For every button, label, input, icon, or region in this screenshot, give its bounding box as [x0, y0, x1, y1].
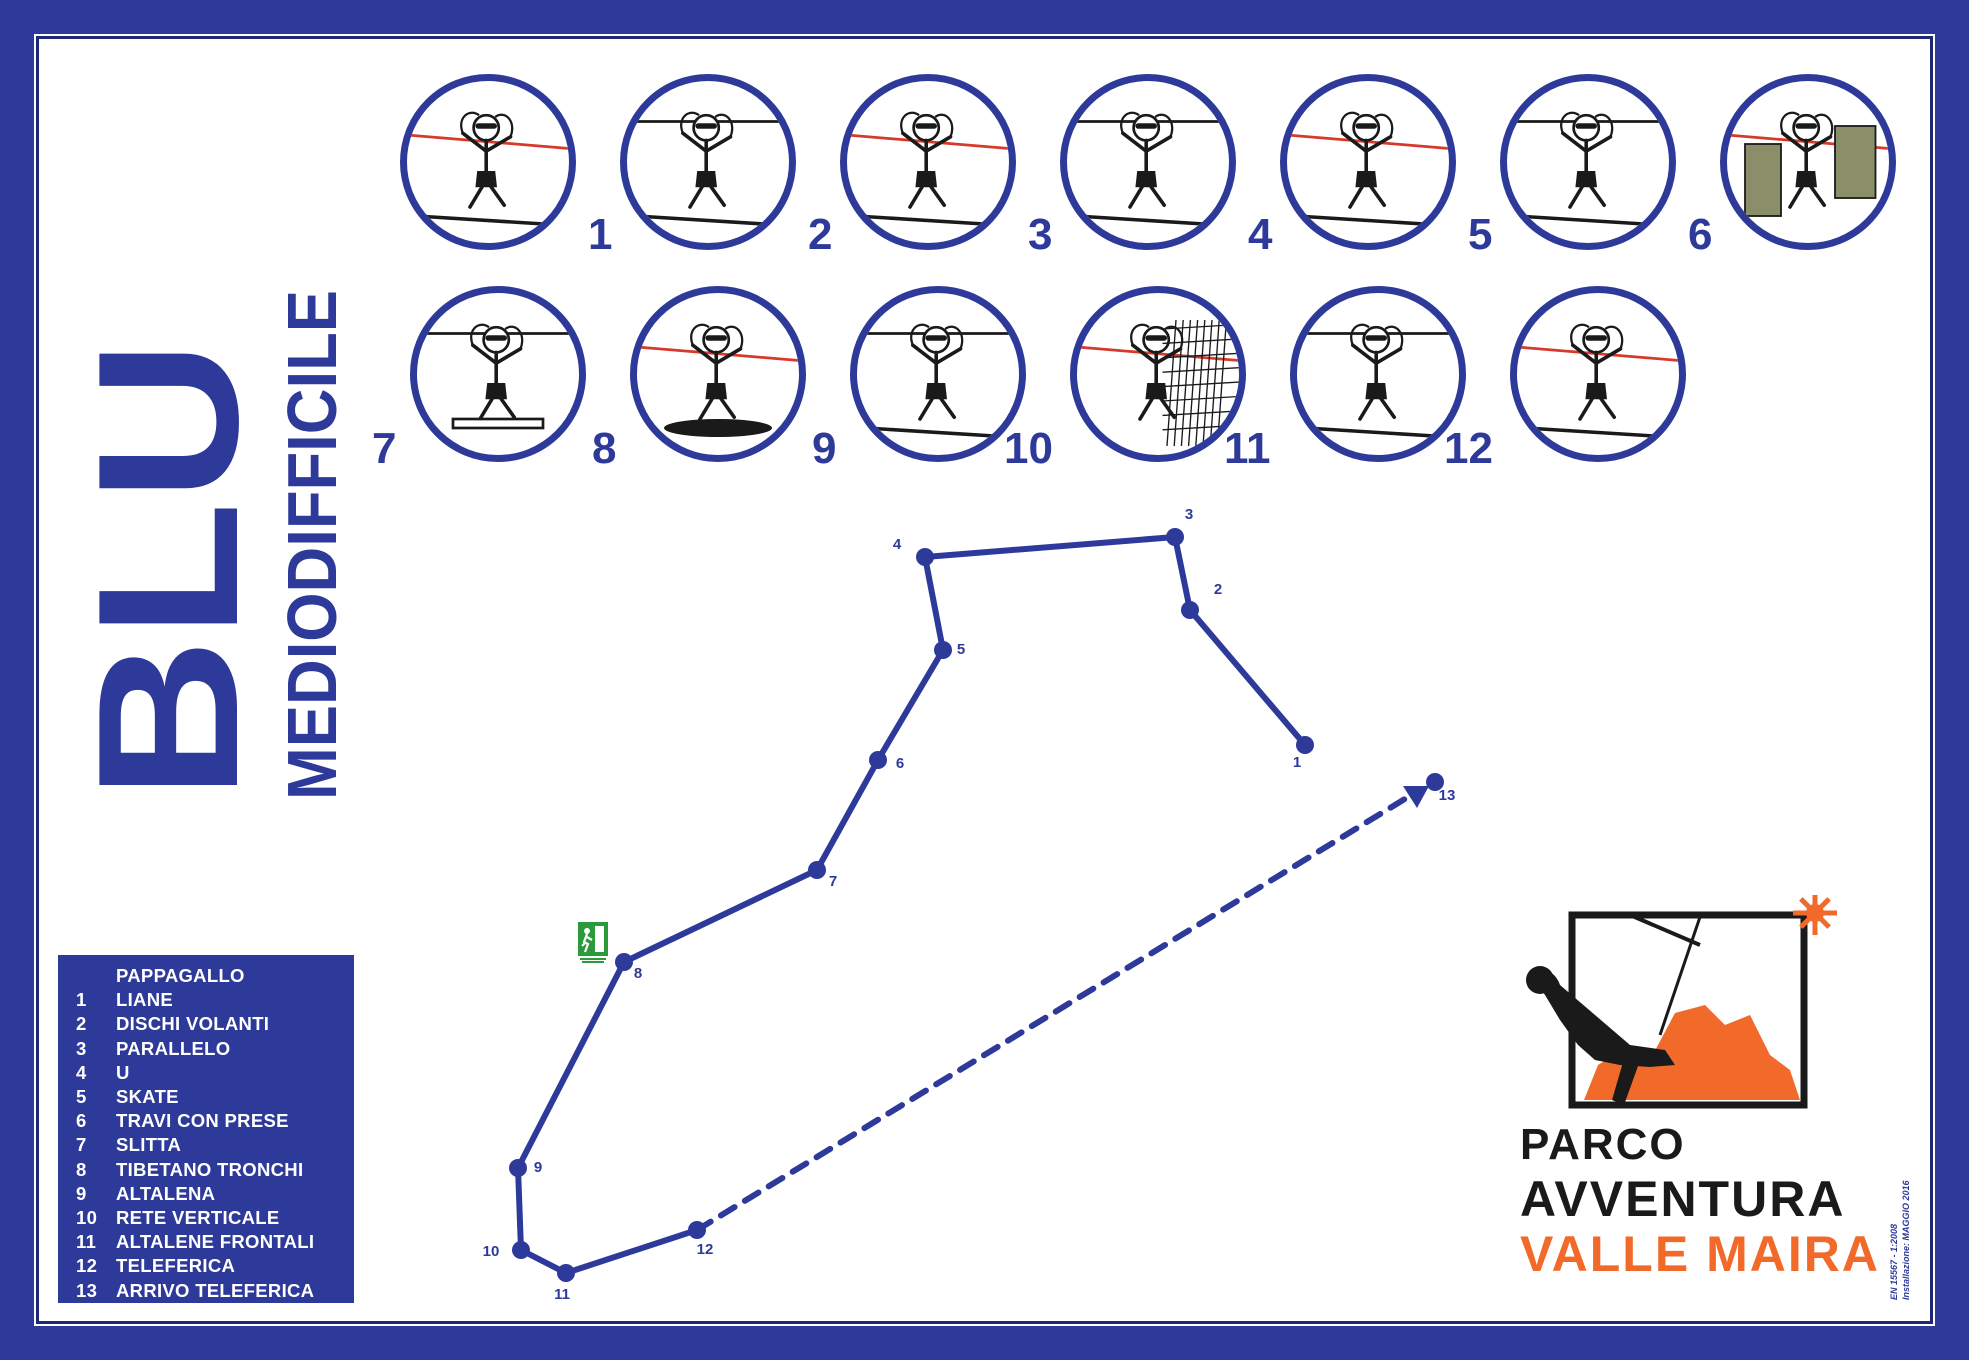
obstacle-travi-con-prese: 6 — [1688, 70, 1930, 280]
park-logo: PARCO AVVENTURA VALLE MAIRA — [1500, 895, 1878, 1285]
obstacle-illustration-icon — [620, 74, 796, 250]
obstacle-illustration-icon — [400, 74, 576, 250]
legend-number: 8 — [76, 1158, 87, 1180]
legend-number: 3 — [76, 1037, 87, 1059]
legend-number — [76, 964, 116, 988]
legend-item: PAPPAGALLO — [76, 964, 354, 988]
zipline-rider-icon — [1526, 895, 1837, 1109]
legend-label: U — [116, 1061, 130, 1083]
inner-frame — [36, 36, 1933, 1324]
difficulty-light: MEDIO — [273, 592, 351, 800]
logo-line-1: PARCO — [1520, 1120, 1686, 1169]
legend-item: 2 DISCHI VOLANTI — [76, 1012, 354, 1036]
obstacle-number: 3 — [1028, 210, 1053, 259]
certification-standard: EN 15567 - 1:2008 — [1889, 1223, 1899, 1300]
course-title-text: BLU — [57, 340, 280, 800]
obstacle-number: 10 — [1004, 424, 1053, 473]
legend-item: 1 LIANE — [76, 988, 354, 1012]
obstacle-tibetano-tronchi: 8 — [592, 282, 830, 492]
obstacle-number: 2 — [808, 210, 833, 259]
obstacle-number: 7 — [372, 424, 397, 473]
legend-item: 11 ALTALENE FRONTALI — [76, 1230, 354, 1254]
legend-label: TRAVI CON PRESE — [116, 1110, 289, 1132]
obstacle-altalene-frontali: 11 — [1224, 282, 1490, 492]
legend-number: 13 — [76, 1279, 98, 1301]
legend-item: 3 PARALLELO — [76, 1037, 354, 1061]
legend-label: SLITTA — [116, 1134, 182, 1156]
legend-label: ALTALENA — [116, 1182, 216, 1204]
logo-line-3: VALLE MAIRA — [1520, 1226, 1880, 1282]
legend-number: 10 — [76, 1207, 98, 1229]
obstacle-number: 8 — [592, 424, 617, 473]
legend-label: DISCHI VOLANTI — [116, 1013, 270, 1035]
obstacle-illustration-icon — [840, 74, 1016, 250]
legend-item: 9 ALTALENA — [76, 1182, 354, 1206]
obstacle-illustration-icon — [1720, 74, 1896, 250]
obstacle-illustration-icon — [850, 286, 1026, 462]
emergency-exit-icon — [578, 922, 608, 964]
legend-number: 12 — [76, 1255, 98, 1277]
legend-number: 4 — [76, 1061, 87, 1083]
legend-item: 10 RETE VERTICALE — [76, 1206, 354, 1230]
svg-text:MEDIODIFFICILE: MEDIODIFFICILE — [273, 290, 351, 800]
obstacle-illustration-icon — [1060, 74, 1236, 250]
certification-date: Installazione: MAGGIO 2016 — [1901, 1180, 1911, 1300]
legend-number: 11 — [76, 1231, 97, 1253]
obstacle-skate: 5 — [1468, 70, 1710, 280]
legend-item: 7 SLITTA — [76, 1133, 354, 1157]
obstacle-number: 1 — [588, 210, 613, 259]
obstacle-parallelo: 3 — [1028, 70, 1270, 280]
legend-item: 12 TELEFERICA — [76, 1254, 354, 1278]
obstacle-number: 6 — [1688, 210, 1713, 259]
legend-number: 5 — [76, 1086, 87, 1108]
obstacle-slitta: 7 — [372, 282, 610, 492]
obstacle-liane: 1 — [588, 70, 830, 280]
obstacle-number: 9 — [812, 424, 837, 473]
legend-label: RETE VERTICALE — [116, 1207, 280, 1229]
obstacle-illustration-icon — [1510, 286, 1686, 462]
legend-number: 1 — [76, 989, 87, 1011]
legend-label: SKATE — [116, 1086, 179, 1108]
obstacle-illustration-icon — [1500, 74, 1676, 250]
obstacle-altalena: 9 — [812, 282, 1050, 492]
legend-label: LIANE — [116, 989, 173, 1011]
obstacle-illustration-icon — [1290, 286, 1466, 462]
legend-item: 5 SKATE — [76, 1085, 354, 1109]
legend-number: 2 — [76, 1013, 87, 1035]
legend-number: 7 — [76, 1134, 87, 1156]
legend-item: 6 TRAVI CON PRESE — [76, 1109, 354, 1133]
obstacle-illustration-icon — [410, 286, 586, 462]
obstacle-dischi-volanti: 2 — [808, 70, 1050, 280]
course-title: BLU — [57, 340, 280, 800]
legend-number: 9 — [76, 1182, 87, 1204]
legend-number: 6 — [76, 1110, 87, 1132]
legend-label: PARALLELO — [116, 1037, 231, 1059]
legend-label: PAPPAGALLO — [116, 965, 245, 986]
obstacle-legend: PAPPAGALLO 1 LIANE 2 DISCHI VOLANTI 3 PARALLEL… — [58, 955, 354, 1303]
obstacle-illustration-icon — [630, 286, 806, 462]
obstacle-pappagallo — [390, 70, 610, 280]
certification: EN 15567 - 1:2008 Installazione: MAGGIO … — [1888, 1120, 1928, 1300]
obstacle-illustration-icon — [1280, 74, 1456, 250]
legend-item: 13 ARRIVO TELEFERICA — [76, 1279, 354, 1303]
obstacle-illustration-icon — [1070, 286, 1246, 462]
difficulty-bold: DIFFICILE — [273, 290, 351, 592]
obstacle-number: 5 — [1468, 210, 1493, 259]
obstacle-u: 4 — [1248, 70, 1490, 280]
course-difficulty: MEDIODIFFICILE — [262, 290, 352, 800]
obstacle-rete-verticale: 10 — [1004, 282, 1270, 492]
legend-label: TELEFERICA — [116, 1255, 236, 1277]
obstacle-teleferica: 12 — [1444, 282, 1710, 492]
legend-label: TIBETANO TRONCHI — [116, 1158, 304, 1180]
obstacle-number: 4 — [1248, 210, 1273, 259]
legend-item: 8 TIBETANO TRONCHI — [76, 1158, 354, 1182]
logo-line-2: AVVENTURA — [1520, 1171, 1846, 1227]
legend-label: ARRIVO TELEFERICA — [116, 1279, 315, 1301]
obstacle-number: 12 — [1444, 424, 1493, 473]
legend-label: ALTALENE FRONTALI — [116, 1231, 315, 1253]
obstacle-number: 11 — [1224, 424, 1271, 473]
